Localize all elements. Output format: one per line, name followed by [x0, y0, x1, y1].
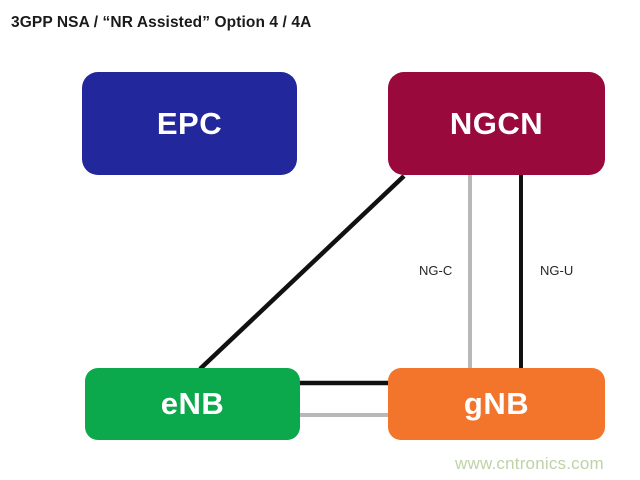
edge-label-ngc: NG-C: [417, 263, 455, 278]
node-gnb[interactable]: gNB: [388, 368, 605, 440]
node-enb[interactable]: eNB: [85, 368, 300, 440]
edge-ngcn-enb: [198, 174, 406, 371]
watermark: www.cntronics.com: [455, 454, 604, 473]
edge-label-ngu: NG-U: [538, 263, 576, 278]
node-epc[interactable]: EPC: [82, 72, 297, 175]
diagram-title: 3GPP NSA / “NR Assisted” Option 4 / 4A: [11, 14, 312, 31]
node-ngcn[interactable]: NGCN: [388, 72, 605, 175]
